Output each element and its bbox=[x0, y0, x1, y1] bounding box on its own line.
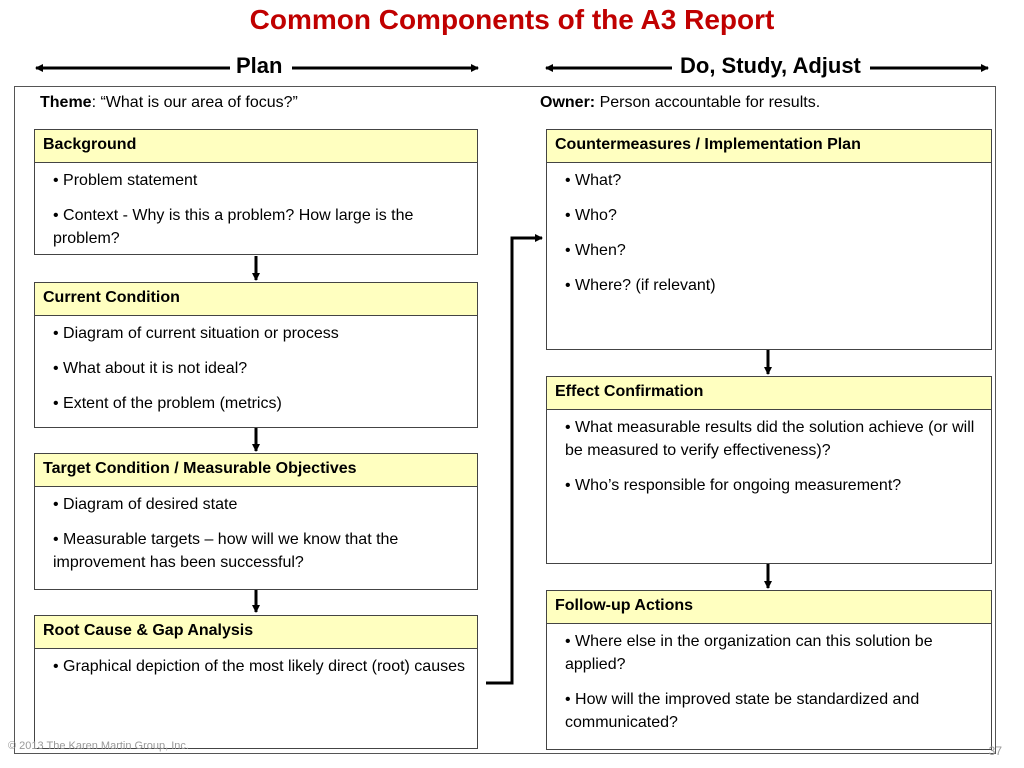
background-box: Background • Problem statement • Context… bbox=[34, 129, 478, 255]
box-header: Follow-up Actions bbox=[547, 591, 991, 624]
connector-arrow bbox=[486, 234, 543, 685]
root-cause-box: Root Cause & Gap Analysis • Graphical de… bbox=[34, 615, 478, 749]
phase-do: Do, Study, Adjust bbox=[680, 53, 861, 78]
box-header: Countermeasures / Implementation Plan bbox=[547, 130, 991, 163]
box-header: Background bbox=[35, 130, 477, 163]
copyright-footer: © 2013 The Karen Martin Group, Inc. bbox=[8, 740, 189, 752]
list-item: • Who? bbox=[565, 207, 617, 224]
owner-line: Owner: Person accountable for results. bbox=[540, 94, 820, 112]
box-header: Current Condition bbox=[35, 283, 477, 316]
list-item: • Who’s responsible for ongoing measurem… bbox=[565, 477, 902, 494]
list-item: • Context - Why is this a problem? How l… bbox=[53, 207, 414, 247]
owner-label: Owner: bbox=[540, 94, 596, 111]
owner-text: Person accountable for results. bbox=[595, 94, 821, 111]
theme-line: Theme: “What is our area of focus?” bbox=[40, 94, 298, 112]
list-item: • When? bbox=[565, 242, 626, 259]
follow-up-box: Follow-up Actions • Where else in the or… bbox=[546, 590, 992, 750]
list-item: • Where else in the organization can thi… bbox=[565, 633, 933, 673]
list-item: • Measurable targets – how will we know … bbox=[53, 531, 399, 571]
list-item: • What? bbox=[565, 172, 622, 189]
list-item: • Where? (if relevant) bbox=[565, 277, 716, 294]
target-condition-box: Target Condition / Measurable Objectives… bbox=[34, 453, 478, 590]
effect-confirmation-box: Effect Confirmation • What measurable re… bbox=[546, 376, 992, 564]
list-item: • How will the improved state be standar… bbox=[565, 691, 920, 731]
page-number: 37 bbox=[988, 744, 1002, 758]
list-item: • Diagram of desired state bbox=[53, 496, 238, 513]
countermeasures-box: Countermeasures / Implementation Plan • … bbox=[546, 129, 992, 350]
theme-text: : “What is our area of focus?” bbox=[91, 94, 298, 111]
list-item: • What about it is not ideal? bbox=[53, 360, 248, 377]
page-title: Common Components of the A3 Report bbox=[249, 4, 775, 35]
report-frame bbox=[14, 86, 996, 754]
phase-plan: Plan bbox=[236, 53, 283, 78]
box-header: Root Cause & Gap Analysis bbox=[35, 616, 477, 649]
current-condition-box: Current Condition • Diagram of current s… bbox=[34, 282, 478, 428]
list-item: • What measurable results did the soluti… bbox=[565, 419, 975, 459]
list-item: • Extent of the problem (metrics) bbox=[53, 395, 282, 412]
list-item: • Problem statement bbox=[53, 172, 198, 189]
box-header: Effect Confirmation bbox=[547, 377, 991, 410]
box-header: Target Condition / Measurable Objectives bbox=[35, 454, 477, 487]
theme-label: Theme bbox=[40, 94, 92, 111]
list-item: • Diagram of current situation or proces… bbox=[53, 325, 339, 342]
list-item: • Graphical depiction of the most likely… bbox=[53, 658, 465, 675]
